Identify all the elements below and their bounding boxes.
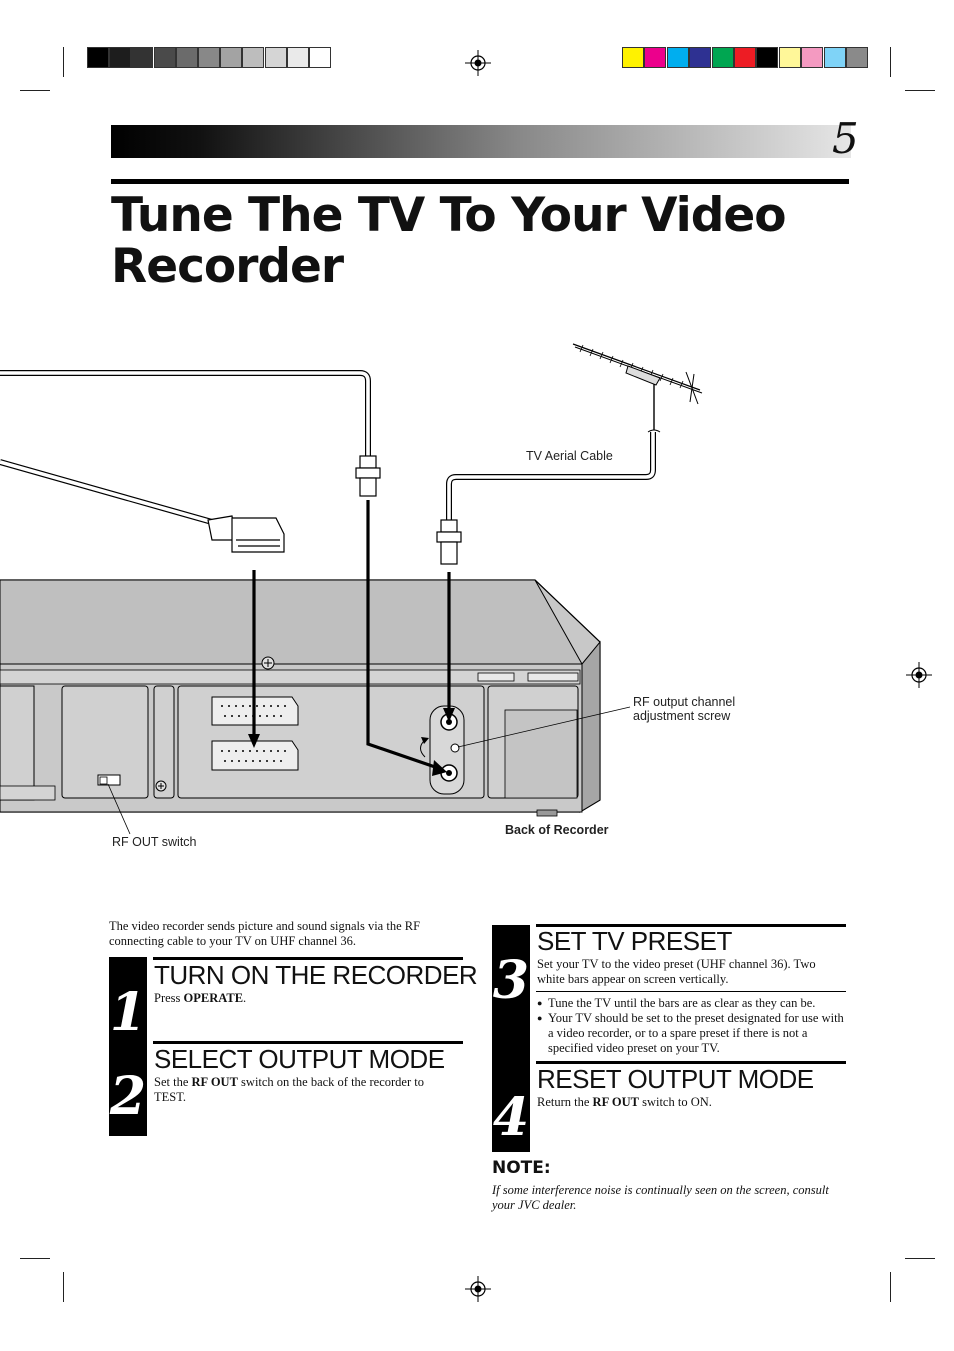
gray-swatch xyxy=(131,47,154,68)
step-2-text-post: switch on the back of the recorder to TE… xyxy=(154,1075,424,1104)
antenna-icon xyxy=(572,343,703,430)
registration-target-icon xyxy=(465,50,491,76)
color-swatch xyxy=(734,47,756,68)
page-number: 5 xyxy=(832,114,859,163)
step-number-1: 1 xyxy=(109,957,147,1043)
step-1-text-pre: Press xyxy=(154,991,184,1005)
color-swatch xyxy=(846,47,868,68)
gray-swatch xyxy=(175,47,198,68)
label-tv-aerial-cable: TV Aerial Cable xyxy=(526,449,613,463)
step-1-heading: TURN ON THE RECORDER xyxy=(154,960,478,990)
gray-swatch xyxy=(286,47,309,68)
step-3-bullet-list: Tune the TV until the bars are as clear … xyxy=(537,996,847,1056)
color-swatch xyxy=(823,47,846,68)
step-2-heading: SELECT OUTPUT MODE xyxy=(154,1044,445,1074)
list-item: Your TV should be set to the preset desi… xyxy=(537,1011,847,1056)
label-rf-out-switch: RF OUT switch xyxy=(112,835,197,849)
registration-target-icon xyxy=(906,662,932,688)
step-4-rule xyxy=(536,1061,846,1064)
step-1-text: Press OPERATE. xyxy=(154,991,459,1006)
gray-swatch xyxy=(309,47,331,68)
trim-mark xyxy=(20,90,50,91)
intro-text: The video recorder sends picture and sou… xyxy=(109,919,421,948)
gray-swatch xyxy=(220,47,243,68)
rf-out-label: RF OUT xyxy=(191,1075,238,1089)
trim-mark xyxy=(63,1272,64,1302)
label-rf-channel-screw: RF output channel adjustment screw xyxy=(633,695,736,723)
step-3-divider xyxy=(536,991,846,992)
step-3-heading: SET TV PRESET xyxy=(537,926,732,956)
gray-swatch xyxy=(87,47,109,68)
color-swatch xyxy=(689,47,712,68)
step-2-rule xyxy=(153,1041,463,1044)
gray-swatch xyxy=(109,47,132,68)
operate-label: OPERATE xyxy=(183,991,244,1005)
step-4-text: Return the RF OUT switch to ON. xyxy=(537,1095,837,1110)
note-heading: NOTE: xyxy=(492,1158,551,1178)
gray-swatch xyxy=(242,47,265,68)
color-swatch xyxy=(622,47,644,68)
label-back-of-recorder: Back of Recorder xyxy=(505,823,609,837)
step-number-2: 2 xyxy=(109,1041,147,1136)
trim-mark xyxy=(890,1272,891,1302)
step-2-text: Set the RF OUT switch on the back of the… xyxy=(154,1075,454,1105)
rear-panel-connection-diagram xyxy=(0,343,703,835)
color-swatch xyxy=(801,47,824,68)
trim-mark xyxy=(890,47,891,77)
trim-mark xyxy=(905,1258,935,1259)
rf-out-label: RF OUT xyxy=(592,1095,639,1109)
list-item: Tune the TV until the bars are as clear … xyxy=(537,996,847,1011)
step-number-3: 3 xyxy=(492,925,530,1062)
step-4-heading: RESET OUTPUT MODE xyxy=(537,1064,814,1094)
page-title: Tune The TV To Your Video Recorder xyxy=(111,188,787,294)
step-1-rule xyxy=(153,957,463,960)
step-2-text-pre: Set the xyxy=(154,1075,192,1089)
gray-swatch xyxy=(153,47,176,68)
color-swatch xyxy=(666,47,689,68)
step-4-text-pre: Return the xyxy=(537,1095,593,1109)
trim-mark xyxy=(905,90,935,91)
trim-mark xyxy=(63,47,64,77)
color-swatch xyxy=(778,47,801,68)
step-3-rule xyxy=(536,924,846,927)
trim-mark xyxy=(20,1258,50,1259)
step-number-4: 4 xyxy=(492,1062,530,1152)
color-swatch xyxy=(756,47,779,68)
color-swatch xyxy=(644,47,667,68)
step-4-text-post: switch to ON. xyxy=(638,1095,712,1109)
color-swatch xyxy=(711,47,734,68)
note-text: If some interference noise is continuall… xyxy=(492,1183,829,1212)
header-gradient-bar xyxy=(111,125,851,158)
gray-swatch xyxy=(264,47,287,68)
registration-target-icon xyxy=(465,1276,491,1302)
title-rule xyxy=(111,179,849,184)
gray-swatch xyxy=(198,47,220,68)
step-1-text-post: . xyxy=(243,991,247,1005)
step-3-text: Set your TV to the video preset (UHF cha… xyxy=(537,957,816,986)
